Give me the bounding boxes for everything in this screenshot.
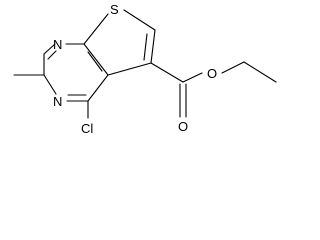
- n1-label: N: [53, 37, 62, 52]
- carbonyl-oxygen-label: O: [178, 119, 188, 134]
- structure-drawing: S N N Cl O O: [13, 2, 277, 136]
- n3-label: N: [53, 94, 62, 109]
- bond-c5-carbonyl: [150, 62, 184, 83]
- bond-carbonyl-ester-o: [182, 72, 203, 83]
- bond-c7a-c4a-inner: [87, 51, 103, 72]
- bond-c6-c5: [150, 29, 156, 64]
- bond-c6-c5-inner: [143, 33, 148, 61]
- bond-ester-o-ch2: [221, 61, 245, 74]
- bond-s-c6: [123, 9, 156, 31]
- chlorine-label: Cl: [81, 121, 93, 136]
- bond-c5-c4a: [107, 62, 152, 76]
- sulfur-label: S: [110, 2, 119, 17]
- bond-c4a-c4: [87, 74, 109, 102]
- bond-c2-n1-inner: [47, 50, 57, 60]
- bond-c2-n1: [43, 43, 56, 55]
- bond-n3-c2: [43, 74, 57, 95]
- bond-ch2-ch3: [243, 61, 277, 83]
- molecule-diagram: S N N Cl O O: [13, 2, 277, 136]
- ester-oxygen-label: O: [207, 66, 217, 81]
- bond-c7a-c4a: [83, 43, 109, 76]
- bond-c7a-s: [83, 13, 109, 45]
